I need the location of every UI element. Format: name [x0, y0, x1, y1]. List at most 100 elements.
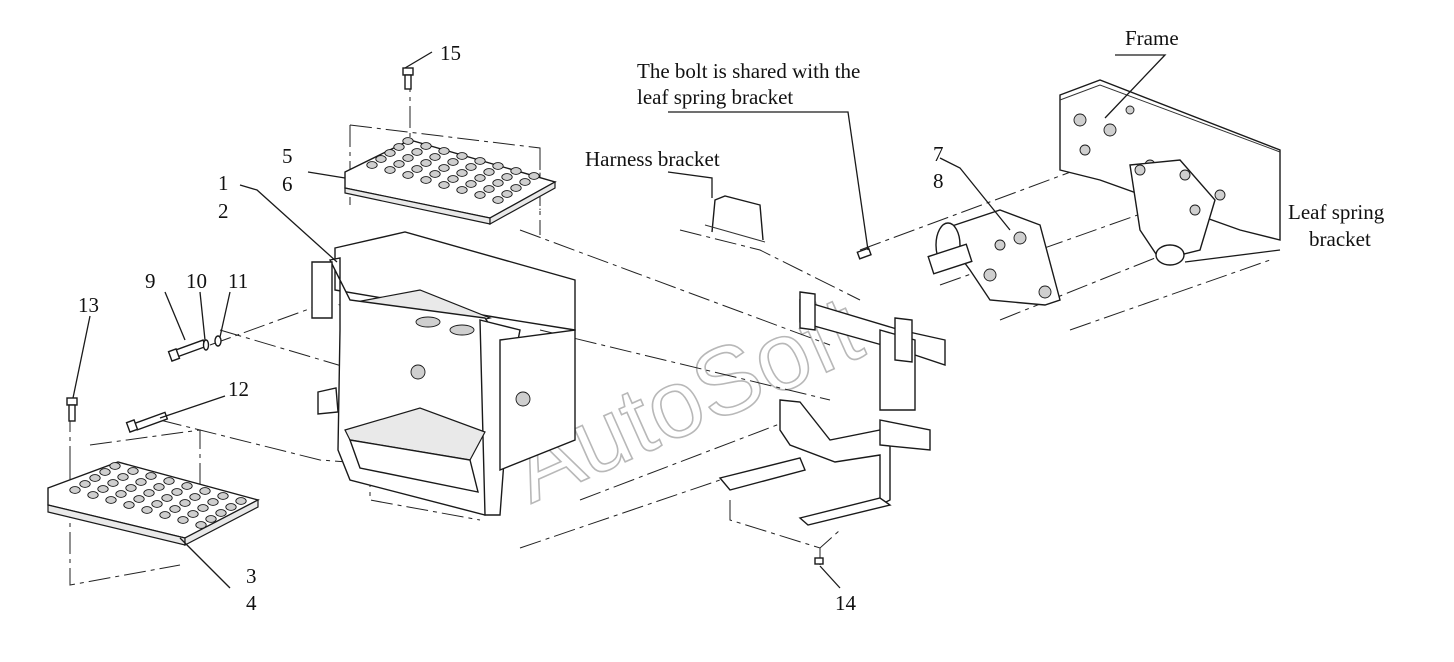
lower-plate-hole [123, 501, 135, 509]
upper-plate-hole [384, 149, 396, 157]
upper-plate-hole [483, 185, 495, 193]
callout-7: 7 [933, 142, 944, 166]
lower-plate-hole [177, 516, 189, 524]
fasteners [66, 67, 872, 565]
harness-bracket-part [704, 195, 766, 243]
upper-plate-hole [375, 155, 387, 163]
lower-plate-hole [135, 478, 147, 486]
lower-plate-hole [79, 480, 91, 488]
bolt-9 [167, 339, 207, 362]
upper-plate-hole [429, 153, 441, 161]
step-box-body [311, 231, 576, 516]
lower-plate-hole [89, 474, 101, 482]
label-leaf-spring-line1: Leaf spring [1288, 200, 1385, 224]
upper-step-plate [344, 137, 557, 226]
upper-plate-hole [420, 159, 432, 167]
upper-plate-hole [465, 180, 477, 188]
label-frame: Frame [1125, 26, 1179, 50]
callout-10: 10 [186, 269, 207, 293]
lower-plate-hole [169, 505, 181, 513]
callout-5: 5 [282, 144, 293, 168]
lower-plate-hole [179, 499, 191, 507]
lower-plate-hole [97, 485, 109, 493]
lower-step-plate [47, 461, 260, 546]
lower-plate-hole [199, 487, 211, 495]
lower-plate-hole [207, 498, 219, 506]
callout-8: 8 [933, 169, 944, 193]
callout-15: 15 [440, 41, 461, 65]
upper-plate-hole [474, 174, 486, 182]
label-harness-bracket: Harness bracket [585, 147, 720, 171]
upper-plate-hole [465, 163, 477, 171]
upper-plate-hole [420, 142, 432, 150]
upper-plate-hole [501, 190, 513, 198]
callout-2: 2 [218, 199, 229, 223]
mounting-bracket-7-8 [927, 209, 1061, 306]
callout-3: 3 [246, 564, 257, 588]
bolt-12 [125, 411, 169, 433]
lower-plate-hole [87, 491, 99, 499]
upper-plate-hole [393, 160, 405, 168]
upper-plate-hole [501, 173, 513, 181]
label-bolt-note-line1: The bolt is shared with the [637, 59, 860, 83]
upper-plate-hole [420, 176, 432, 184]
upper-plate-hole [411, 165, 423, 173]
upper-plate-hole [456, 152, 468, 160]
upper-plate-hole [456, 169, 468, 177]
lower-plate-hole [181, 482, 193, 490]
nut-11 [214, 335, 222, 347]
lower-plate-hole [161, 494, 173, 502]
lower-plate-hole [143, 489, 155, 497]
lower-plate-hole [215, 509, 227, 517]
upper-plate-hole [438, 164, 450, 172]
leader-lines [72, 51, 1281, 589]
lower-plate-hole [189, 493, 201, 501]
lower-plate-hole [153, 483, 165, 491]
lower-plate-hole [151, 500, 163, 508]
upper-plate-hole [492, 196, 504, 204]
lower-plate-hole [195, 521, 207, 529]
leaf-spring-bracket-part [1129, 159, 1216, 266]
upper-plate-hole [402, 171, 414, 179]
upper-plate-hole [474, 157, 486, 165]
lower-plate-hole [117, 473, 129, 481]
bolt-14 [814, 557, 824, 565]
washer-10 [202, 339, 210, 351]
upper-plate-hole [411, 148, 423, 156]
label-bolt-note-line2: leaf spring bracket [637, 85, 793, 109]
lower-plate-hole [145, 472, 157, 480]
callout-12: 12 [228, 377, 249, 401]
lower-plate-hole [235, 497, 247, 505]
lower-plate-hole [99, 468, 111, 476]
callout-13: 13 [78, 293, 99, 317]
lower-plate-hole [115, 490, 127, 498]
lower-plate-hole [163, 477, 175, 485]
lower-plate-hole [217, 492, 229, 500]
text-labels: Frame The bolt is shared with the leaf s… [78, 26, 1385, 615]
lower-plate-hole [127, 467, 139, 475]
shared-bolt [856, 247, 872, 260]
callout-9: 9 [145, 269, 156, 293]
upper-plate-hole [402, 137, 414, 145]
callout-11: 11 [228, 269, 248, 293]
lower-plate-hole [109, 462, 121, 470]
upper-plate-hole [366, 161, 378, 169]
upper-plate-hole [384, 166, 396, 174]
upper-plate-hole [429, 170, 441, 178]
upper-plate-hole [519, 178, 531, 186]
callout-6: 6 [282, 172, 293, 196]
upper-plate-hole [492, 179, 504, 187]
upper-plate-hole [474, 191, 486, 199]
step-support-bracket [718, 291, 946, 526]
upper-plate-hole [447, 158, 459, 166]
upper-plate-hole [402, 154, 414, 162]
upper-plate-hole [510, 167, 522, 175]
upper-plate-hole [438, 147, 450, 155]
lower-plate-hole [205, 515, 217, 523]
upper-plate-hole [456, 186, 468, 194]
lower-plate-hole [141, 506, 153, 514]
lower-plate-hole [69, 486, 81, 494]
lower-plate-hole [125, 484, 137, 492]
